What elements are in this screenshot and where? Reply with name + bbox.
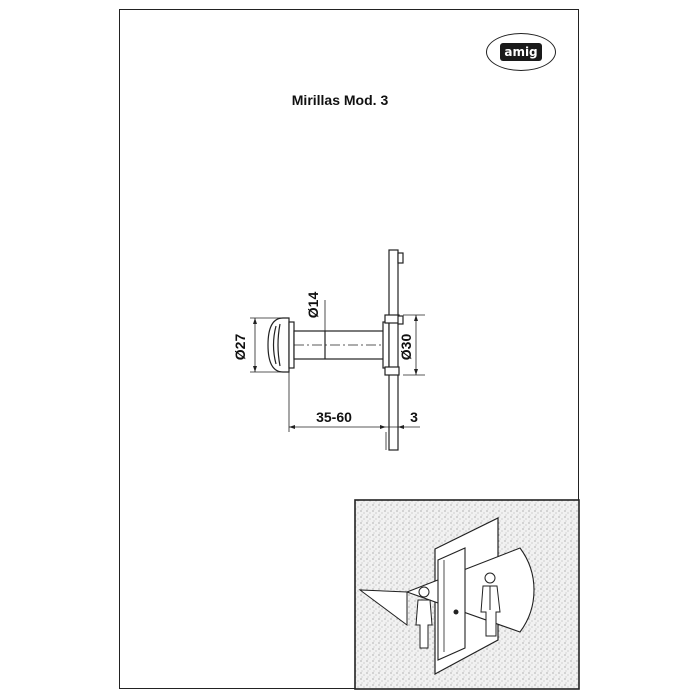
- dim-flange-diameter: Ø30: [398, 334, 414, 361]
- dim-head-diameter: Ø27: [232, 334, 248, 361]
- brand-logo: amig: [486, 33, 556, 71]
- page-title: Mirillas Mod. 3: [291, 92, 389, 108]
- dim-flange-thickness: 3: [410, 409, 418, 425]
- dim-door-thickness: 35-60: [316, 409, 352, 425]
- dim-barrel-diameter: Ø14: [305, 292, 321, 319]
- brand-logo-text: amig: [500, 43, 542, 61]
